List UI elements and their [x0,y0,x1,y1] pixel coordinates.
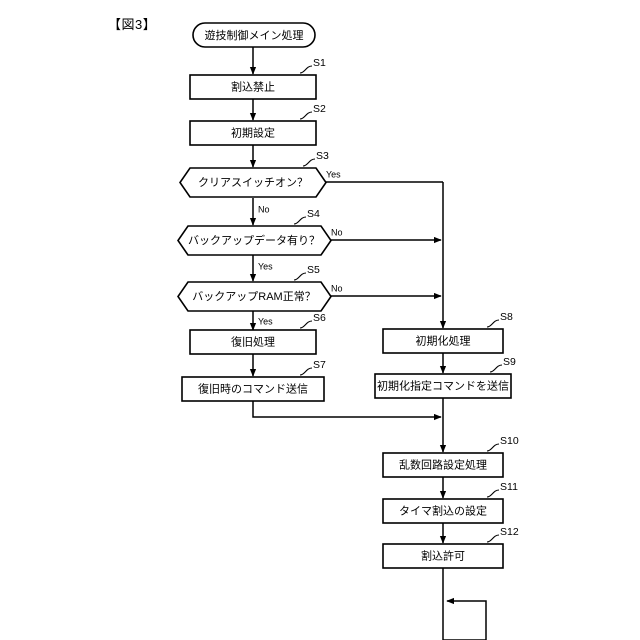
step-code-s8: S8 [486,311,513,328]
s10-label: 乱数回路設定処理 [399,457,487,471]
s9-code: S9 [503,356,516,368]
node-s7[interactable]: 復旧時のコマンド送信 [181,376,325,402]
s7-code: S7 [313,359,326,371]
s12-label: 割込許可 [421,548,465,562]
s11-code: S11 [500,481,518,493]
step-code-s4: S4 [293,208,320,225]
s6-shape [189,329,317,355]
s11-label: タイマ割込の設定 [399,503,487,517]
node-s2[interactable]: 初期設定 [189,120,317,146]
s4-shape [177,225,332,256]
s5-shape [177,281,332,312]
s4-code: S4 [307,208,320,220]
s2-shape [189,120,317,146]
s5-label: バックアップRAM正常？ [192,290,315,303]
start-node-label: 遊技制御メイン処理 [205,28,304,42]
step-code-s3: S3 [302,150,329,167]
s2-label: 初期設定 [231,125,275,139]
s12-code: S12 [500,526,519,538]
node-s1[interactable]: 割込禁止 [189,74,317,100]
s1-code: S1 [313,57,326,69]
s10-shape [382,452,504,478]
node-s11[interactable]: タイマ割込の設定 [382,498,504,524]
edge-loop-back [443,597,487,640]
s6-label: 復旧処理 [231,335,275,348]
node-s9[interactable]: 初期化指定コマンドを送信 [374,373,512,399]
s5-yes-label: Yes [258,316,273,326]
s7-shape [181,376,325,402]
start-node-shape [192,22,316,48]
s4-no-label: No [331,227,343,237]
s3-code: S3 [316,150,329,162]
s7-label: 復旧時のコマンド送信 [198,381,308,395]
figure-caption: 【図3】 [108,17,157,32]
s1-shape [189,74,317,100]
connector-group [249,47,487,640]
node-s10[interactable]: 乱数回路設定処理 [382,452,504,478]
step-code-s10: S10 [486,435,519,452]
step-code-s1: S1 [299,57,326,74]
s2-code: S2 [313,103,326,115]
s3-yes-label: Yes [326,169,341,179]
s10-code: S10 [500,435,519,447]
s9-shape [374,373,512,399]
s6-code: S6 [313,312,326,324]
edge-s7-to-merge [252,400,442,421]
step-code-s9: S9 [489,356,516,373]
node-s4[interactable]: バックアップデータ有り？ [177,225,332,256]
node-s6[interactable]: 復旧処理 [189,329,317,355]
s4-yes-label: Yes [258,261,273,271]
s5-code: S5 [307,264,320,276]
step-code-s2: S2 [299,103,326,120]
node-s8[interactable]: 初期化処理 [382,328,504,354]
step-code-s7: S7 [299,359,326,376]
s8-label: 初期化処理 [416,333,471,347]
node-start[interactable]: 遊技制御メイン処理 [192,22,316,48]
s3-label: クリアスイッチオン？ [198,176,308,189]
s8-shape [382,328,504,354]
s1-label: 割込禁止 [231,79,275,93]
step-code-s11: S11 [486,481,518,498]
s3-shape [179,167,327,198]
s9-label: 初期化指定コマンドを送信 [377,378,509,392]
node-s3[interactable]: クリアスイッチオン？ [179,167,327,198]
s11-shape [382,498,504,524]
s12-shape [382,543,504,569]
s3-no-label: No [258,204,270,214]
node-s12[interactable]: 割込許可 [382,543,504,569]
s4-label: バックアップデータ有り？ [188,233,320,247]
step-code-s6: S6 [299,312,326,329]
s5-no-label: No [331,283,343,293]
step-code-s12: S12 [486,526,519,543]
s8-code: S8 [500,311,513,323]
step-code-s5: S5 [293,264,320,281]
node-s5[interactable]: バックアップRAM正常？ [177,281,332,312]
